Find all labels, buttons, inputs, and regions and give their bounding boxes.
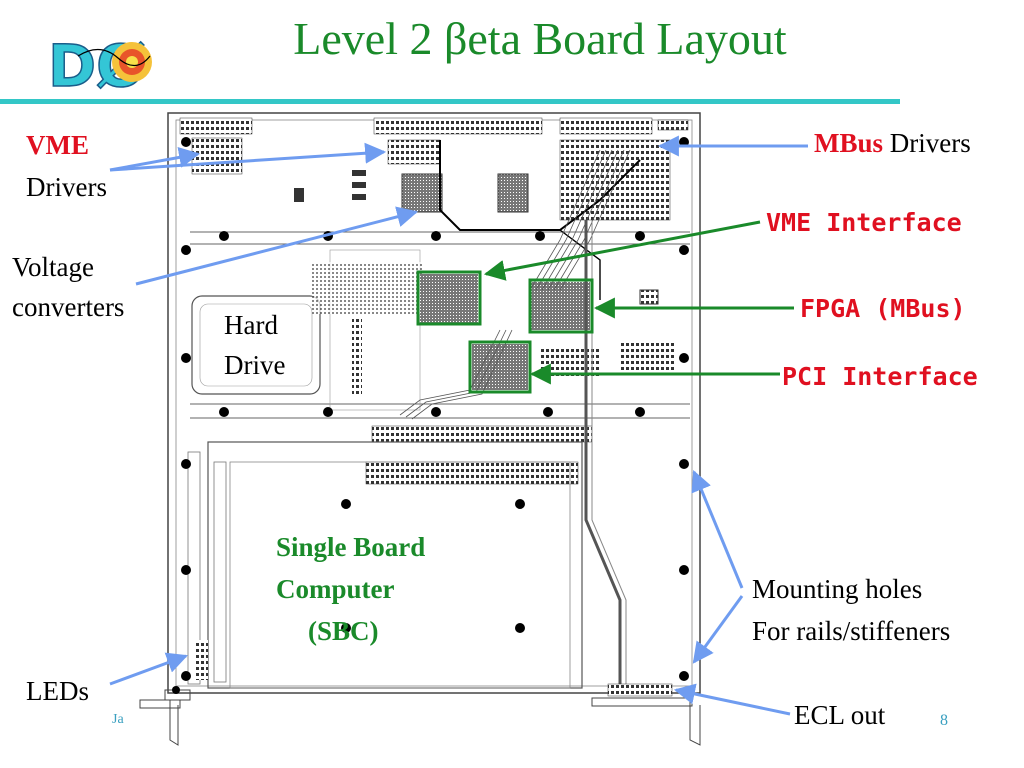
fpga-mbus-label: FPGA (MBus) [800,294,966,323]
dzero-logo: DØ [40,22,170,101]
mounting-holes [172,137,689,694]
vme-interface-label: VME Interface [766,208,962,237]
green-arrows [483,220,794,385]
page-title: Level 2 βeta Board Layout [293,13,787,64]
mbus-label: MBus [814,128,884,158]
mbus-drivers-label: MBus Drivers [814,128,971,160]
logo-graphic: DØ [47,31,152,101]
blue-arrows [109,135,808,716]
ecl-out-label: ECL out [794,700,886,730]
pci-connectors [365,425,593,485]
footer-date: Ja [112,712,124,727]
top-connectors [179,117,689,221]
pci-interface-label: PCI Interface [782,362,978,391]
mounting-holes-label-bottom: For rails/stiffeners [752,616,951,646]
sbc-label-line1: Single Board [276,532,426,562]
leds-label: LEDs [26,676,89,706]
vme-drivers-label-top: VME [26,130,89,160]
sbc-label-line2: Computer [276,574,395,604]
drivers-label: Drivers [889,128,971,158]
hard-drive-label-top: Hard [224,310,278,340]
voltage-converter-chips [294,170,529,213]
hard-drive-label-bottom: Drive [224,350,286,380]
mounting-holes-label-top: Mounting holes [752,574,923,604]
voltage-converters-label-bottom: converters [12,292,125,322]
ecl-connector [607,683,673,697]
title-rule [0,99,900,104]
voltage-converters-label-top: Voltage [12,252,94,282]
sbc-label-line3: (SBC) [308,616,379,646]
hard-drive-outline [191,295,321,395]
page-number: 8 [940,712,948,729]
vme-drivers-label-bottom: Drivers [26,172,107,202]
